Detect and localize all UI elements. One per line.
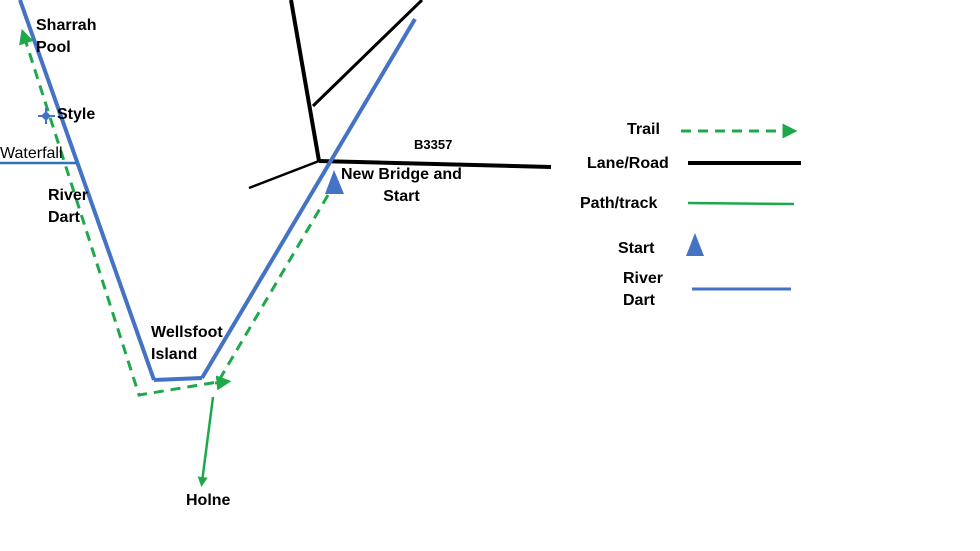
legend-river-dart-label: River Dart (623, 270, 664, 309)
river-dart-west-bank (18, 0, 156, 381)
label-new-bridge-start: New Bridge and Start (341, 166, 462, 205)
legend-start-label: Start (618, 240, 655, 257)
trail-route (19, 28, 330, 397)
road-northeast-lane (311, 0, 424, 108)
label-waterfall: Waterfall (0, 145, 63, 162)
legend-start-triangle-icon (686, 233, 704, 256)
label-river-dart: River Dart (48, 187, 89, 226)
road-north-branch (289, 0, 321, 162)
roads (248, 0, 552, 190)
label-sharrah-pool: Sharrah Pool (36, 17, 97, 56)
crosshair-diamond-icon (38, 108, 55, 124)
trail-line (19, 28, 330, 397)
legend-lane-road-label: Lane/Road (587, 155, 669, 172)
trail-arrow-southwest (214, 375, 232, 391)
legend-symbols (681, 123, 801, 291)
path-to-holne (197, 396, 215, 487)
legend-path-symbol (687, 201, 795, 206)
wellsfoot-island-crossing (153, 376, 203, 382)
river-dart-east-bank (200, 17, 417, 380)
label-style: Style (57, 106, 96, 123)
label-wellsfoot-island: Wellsfoot Island (151, 324, 223, 363)
river-dart (0, 0, 417, 382)
road-southwest-lane (248, 159, 320, 190)
legend-trail-label: Trail (627, 121, 660, 138)
legend-path-track-label: Path/track (580, 195, 658, 212)
start-triangle-icon (325, 170, 344, 194)
label-road-b3357: B3357 (414, 137, 453, 152)
label-holne: Holne (186, 492, 231, 509)
road-b3357 (318, 159, 552, 169)
